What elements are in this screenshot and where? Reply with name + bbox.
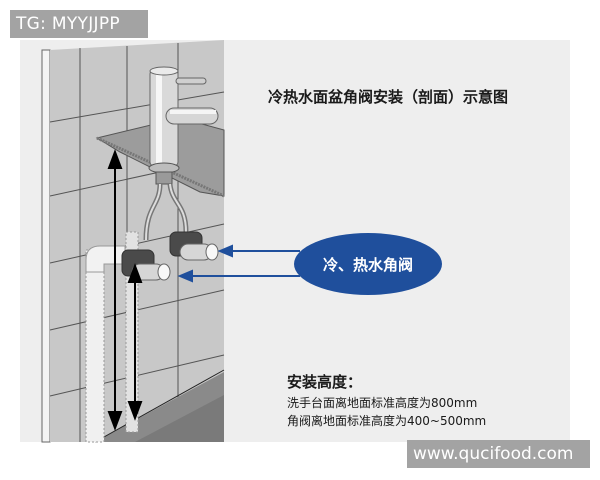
watermark-top-left: TG: MYYJJPP bbox=[10, 10, 148, 38]
watermark-bottom-right: www.qucifood.com bbox=[407, 440, 590, 468]
angle-valve-cold bbox=[121, 249, 171, 281]
install-height-heading: 安装高度： bbox=[287, 373, 363, 391]
faucet bbox=[148, 66, 219, 185]
wall-edge bbox=[41, 49, 51, 443]
valve-height-note: 角阀离地面标准高度为400~500mm bbox=[287, 414, 487, 428]
basin-height-note: 洗手台面离地面标准高度为800mm bbox=[287, 396, 478, 410]
valve-height-dimension-arrow bbox=[127, 263, 143, 421]
drain-pipe bbox=[85, 249, 105, 443]
callout-pointer-arrows bbox=[177, 244, 300, 283]
angle-valve-hot bbox=[169, 231, 219, 261]
angle-valve-callout: 冷、热水角阀 bbox=[294, 233, 442, 295]
callout-label: 冷、热水角阀 bbox=[322, 255, 413, 274]
diagram-title: 冷热水面盆角阀安装（剖面）示意图 bbox=[268, 88, 509, 106]
basin-height-dimension-arrow bbox=[107, 149, 123, 431]
